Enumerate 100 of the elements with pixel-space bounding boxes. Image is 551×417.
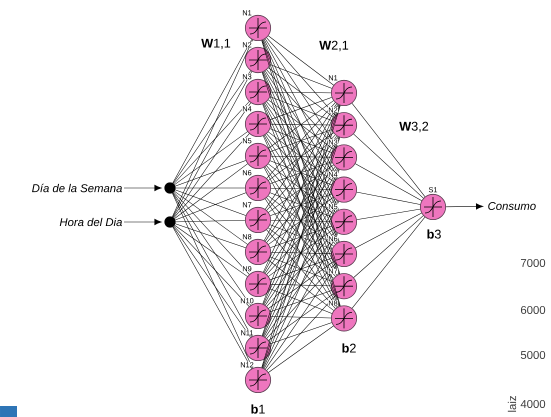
connection-line: [270, 156, 332, 158]
connection-line: [270, 252, 332, 254]
bias-label: b3: [427, 229, 441, 239]
neuron-circle: [244, 14, 272, 42]
connection-line: [172, 192, 252, 337]
connection-line: [264, 233, 338, 369]
connection-line: [268, 326, 334, 373]
connection-line: [172, 192, 251, 306]
connection-line: [352, 216, 426, 308]
connection-line: [264, 71, 338, 211]
connection-line: [175, 220, 246, 222]
connection-line: [266, 263, 336, 339]
arrow: [124, 218, 162, 226]
connection-line: [172, 226, 252, 369]
axis-title: laiz: [508, 396, 516, 412]
neuron-circle: [244, 174, 272, 202]
connection-line: [172, 226, 251, 338]
connection-line: [270, 124, 332, 126]
neuron-circle: [244, 46, 272, 74]
connection-line: [172, 70, 251, 184]
neuron-circle: [244, 334, 272, 362]
axis-tick-label: 7000: [520, 259, 546, 267]
connection-line: [263, 72, 339, 242]
connection-line: [355, 212, 422, 248]
neuron-circle: [330, 80, 358, 106]
axis-tick-label: 5000: [520, 351, 546, 359]
connection-line: [352, 103, 426, 197]
connection-line: [270, 220, 332, 222]
neuron-circle: [244, 366, 272, 394]
connection-line: [263, 169, 339, 336]
weight-label: W2,1: [319, 40, 348, 52]
connection-line: [355, 163, 422, 201]
connection-line: [174, 224, 248, 277]
neuron-circle: [330, 176, 358, 203]
connection-line: [266, 296, 336, 371]
connection-line: [174, 101, 250, 184]
neuron-circle: [244, 142, 272, 170]
neuron-circle: [330, 144, 358, 170]
bias-label: b2: [342, 343, 356, 353]
connection-line: [175, 160, 246, 186]
connection-line: [265, 264, 337, 370]
arrow: [124, 184, 162, 192]
connection-line: [263, 201, 339, 368]
connection-line: [175, 190, 246, 216]
connection-line: [268, 294, 334, 341]
connection-line: [353, 134, 424, 198]
connection-line: [174, 192, 250, 275]
axis-tick-label: 6000: [520, 306, 546, 314]
connection-line: [354, 215, 424, 278]
connection-line: [356, 208, 420, 220]
neuron-circle: [244, 270, 272, 298]
connection-line: [268, 36, 334, 86]
neuron-circle: [330, 273, 358, 300]
connection-line: [270, 284, 332, 286]
input-label: Día de la Semana: [32, 184, 122, 192]
neuron-circle: [330, 240, 358, 268]
input-label: Hora del Dia: [60, 218, 122, 226]
connection-line: [172, 71, 252, 218]
connection-line: [175, 224, 246, 248]
connection-line: [174, 226, 250, 307]
input-dot: [164, 216, 176, 228]
connection-line: [174, 192, 246, 220]
connection-line: [270, 322, 332, 344]
connection-line: [172, 192, 253, 368]
output-label: Consumo: [488, 202, 536, 210]
connection-line: [172, 39, 252, 184]
neuron-circle: [244, 302, 272, 330]
arrow: [446, 203, 484, 210]
connection-line: [270, 64, 332, 89]
connection-line: [174, 191, 248, 245]
connection-line: [268, 68, 334, 118]
connection-line: [266, 70, 336, 148]
weight-label: W3,2: [399, 122, 428, 132]
connection-line: [270, 188, 332, 190]
neuron-circle: [244, 238, 272, 266]
axis-tick-label: 4000: [520, 400, 546, 408]
connection-line: [262, 169, 340, 368]
neuron-circle: [420, 194, 446, 220]
connection-line: [264, 38, 338, 147]
connection-line: [174, 131, 248, 185]
neuron-circle: [244, 78, 272, 106]
input-dot: [164, 182, 176, 194]
connection-line: [263, 40, 339, 210]
neuron-circle: [244, 206, 272, 234]
connection-line: [264, 70, 338, 179]
connection-line: [270, 316, 332, 318]
connection-line: [173, 133, 250, 218]
connection-line: [264, 39, 338, 178]
neuron-circle: [330, 112, 358, 138]
connection-line: [356, 192, 420, 205]
neuron-circle: [330, 305, 358, 332]
connection-line: [270, 92, 332, 94]
connection-line: [265, 232, 337, 338]
connection-line: [172, 102, 251, 218]
connection-line: [172, 40, 253, 218]
connection-line: [266, 38, 336, 116]
neuron-circle: [244, 110, 272, 138]
weight-label: W1,1: [201, 38, 230, 50]
connection-line: [174, 164, 248, 219]
connection-line: [264, 200, 338, 337]
